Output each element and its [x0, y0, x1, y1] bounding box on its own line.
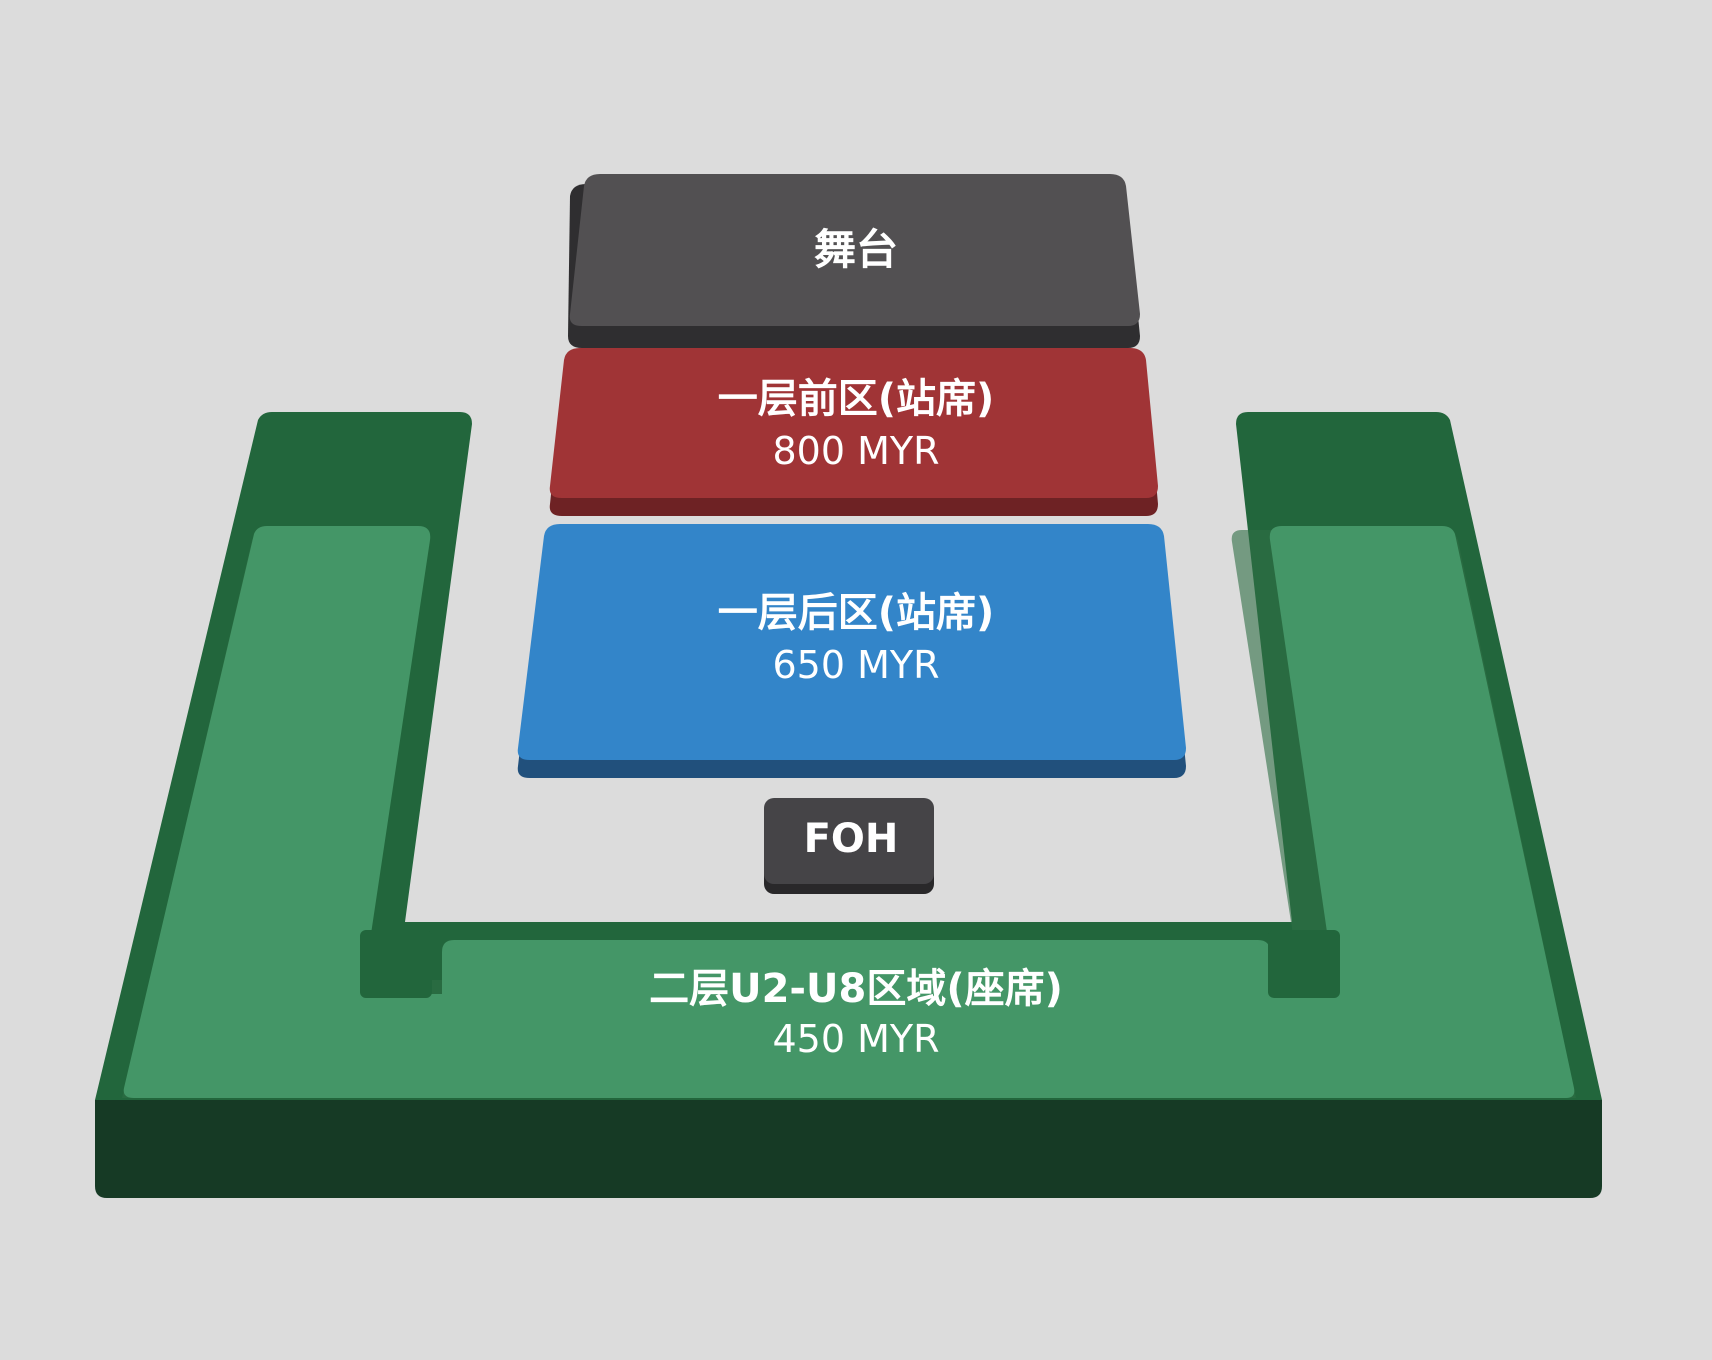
- stage-face: [569, 174, 1140, 326]
- foh-box: FOH: [764, 798, 934, 894]
- upper-zone-price: 450 MYR: [772, 1017, 939, 1061]
- front-zone-price: 800 MYR: [772, 429, 939, 473]
- foh-face: [764, 798, 934, 884]
- front-zone-face: [549, 348, 1158, 498]
- foh-label: FOH: [804, 816, 899, 862]
- upper-zone-notch-left: [360, 930, 432, 998]
- rear-zone-label: 一层后区(站席): [718, 590, 995, 636]
- front-zone-label: 一层前区(站席): [718, 376, 995, 422]
- upper-zone-inner: [123, 526, 1575, 1098]
- upper-zone-base: [95, 1100, 1602, 1198]
- rear-zone[interactable]: 一层后区(站席) 650 MYR: [517, 524, 1186, 778]
- stage-label: 舞台: [814, 225, 898, 274]
- upper-zone-notch-right: [1268, 930, 1340, 998]
- front-zone[interactable]: 一层前区(站席) 800 MYR: [549, 348, 1158, 516]
- rear-zone-face: [517, 524, 1186, 760]
- upper-zone-label: 二层U2-U8区域(座席): [649, 966, 1063, 1012]
- upper-zone-outer: [95, 412, 1602, 1100]
- rear-zone-price: 650 MYR: [772, 643, 939, 687]
- stage-zone: 舞台: [568, 174, 1140, 348]
- upper-zone[interactable]: 二层U2-U8区域(座席) 450 MYR: [95, 412, 1602, 1198]
